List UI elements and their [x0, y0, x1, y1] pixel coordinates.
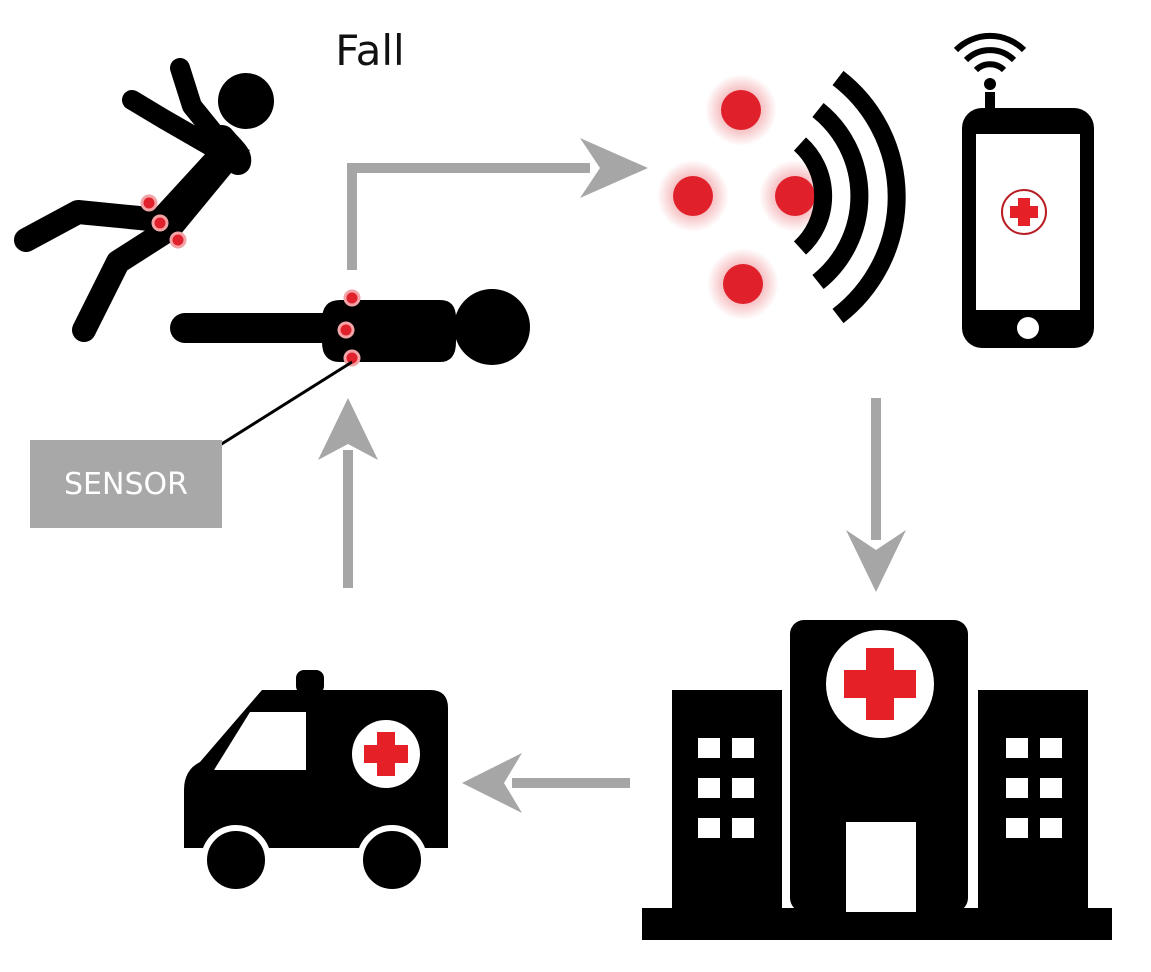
lying-person-icon [170, 289, 530, 365]
sensor-dot-icon [140, 194, 158, 212]
sensor-label: SENSOR [64, 466, 188, 502]
sensor-dot-icon [723, 264, 763, 304]
medical-cross-icon [1001, 189, 1047, 235]
arrow-icon [347, 138, 648, 270]
sensor-dot-icon [151, 214, 169, 232]
medical-cross-icon [826, 630, 934, 738]
hospital-icon [642, 620, 1112, 940]
falling-person-icon [14, 58, 274, 342]
sensor-label-box [30, 440, 222, 528]
ambulance-icon [184, 670, 448, 895]
arrow-icon [318, 398, 378, 588]
sensor-dot-icon [337, 321, 355, 339]
wifi-icon [953, 32, 1027, 90]
sensor-dot-icon [169, 231, 187, 249]
lying-sensor-dots [337, 289, 361, 367]
arrow-icon [846, 398, 906, 592]
wireless-signal-icon [793, 70, 906, 324]
sensor-dot-icon [721, 90, 761, 130]
sensor-dot-icon [343, 289, 361, 307]
medical-cross-icon [352, 720, 420, 788]
smartphone-icon [953, 32, 1094, 348]
fall-label: Fall [335, 26, 405, 75]
sensor-dot-icon [343, 349, 361, 367]
fall-sensor-dots [140, 194, 187, 249]
sensor-cluster [657, 74, 831, 320]
sensor-leader-line [219, 360, 353, 447]
sensor-dot-icon [673, 176, 713, 216]
arrow-icon [462, 753, 630, 813]
sensor-dot-icon [775, 176, 815, 216]
